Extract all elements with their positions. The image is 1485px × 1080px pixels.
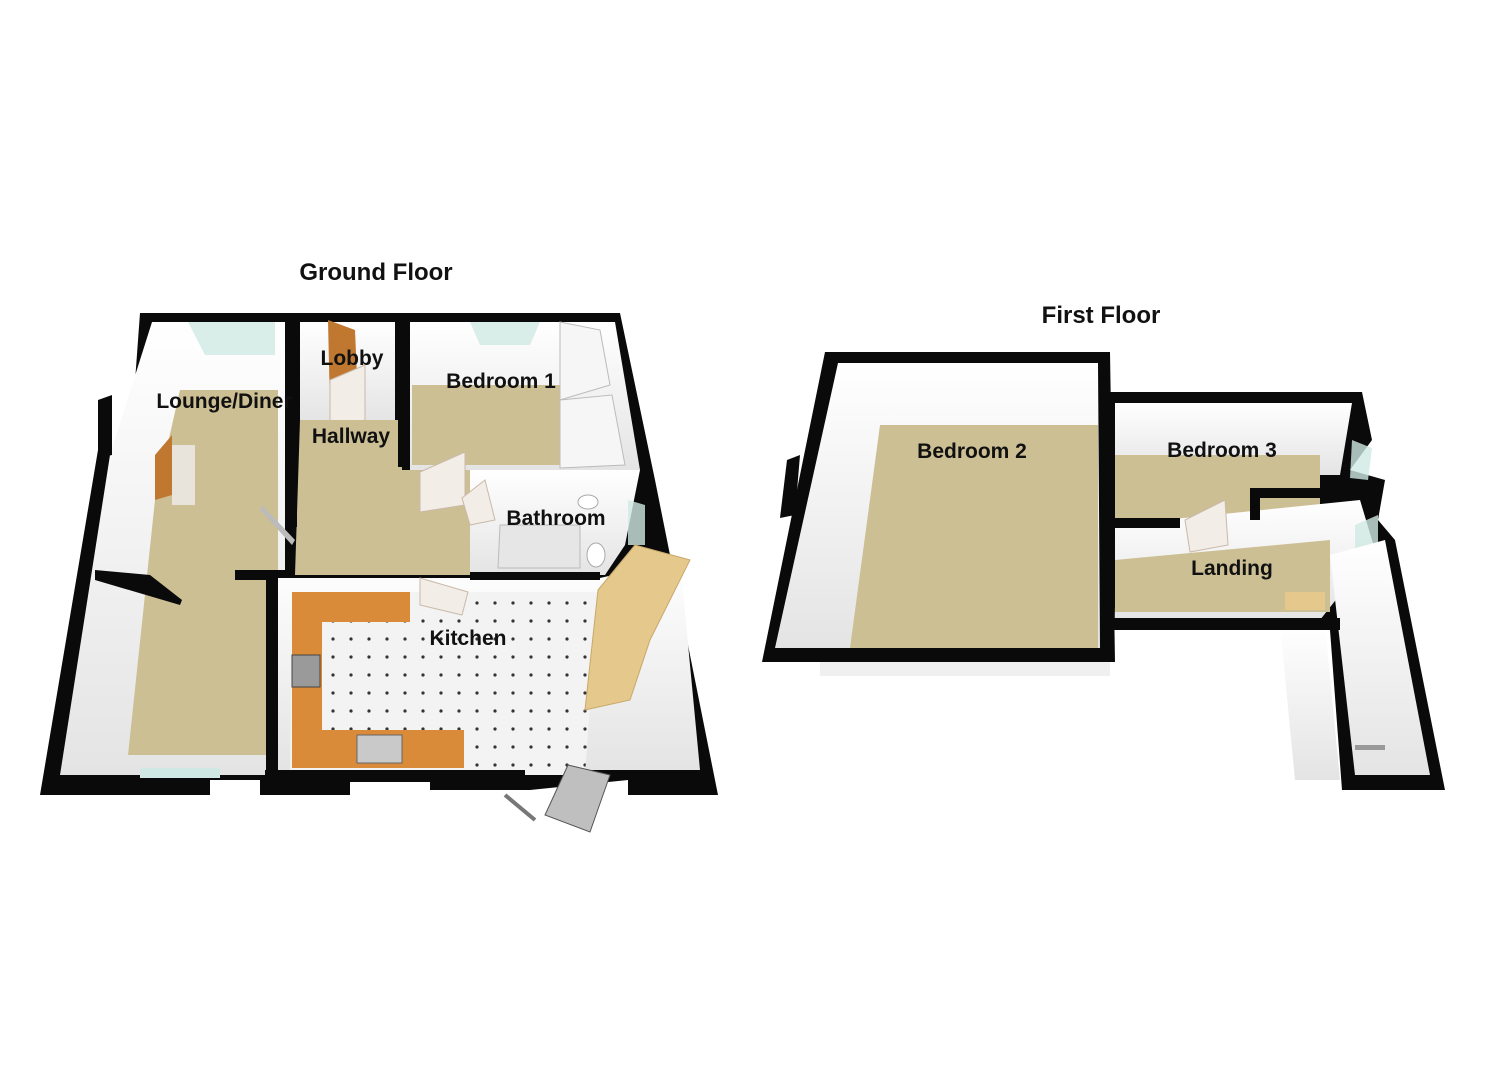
landing-floor [1115,540,1330,612]
kitchen-floor [290,592,598,775]
bathroom-door [461,479,496,526]
right-wing-walls [1330,540,1430,775]
room-label-bedroom3: Bedroom 3 [1167,439,1277,462]
stair-top [1285,592,1325,610]
bathroom-bottom-wall [470,572,600,580]
landing-closet-wall [1250,488,1345,520]
room-label-bathroom: Bathroom [506,507,605,530]
bath [497,524,581,569]
hallway-door-left [260,505,295,545]
wardrobe-upper [559,321,611,401]
hob [291,654,321,688]
hallway-floor [295,420,470,575]
sink [356,734,403,764]
staircase [584,544,691,711]
landing-bottom-wall [1110,618,1340,630]
toilet [586,542,606,568]
room-label-lounge: Lounge/Diner [156,390,291,413]
room-label-lobby: Lobby [321,347,384,370]
worktop-top [292,592,410,740]
room-label-hallway: Hallway [312,425,391,448]
bedroom2-floor [850,425,1098,648]
first-floor: First Floor Bedroom 2 Bedroom 3 Landing [762,302,1445,790]
bedroom1-floor [412,385,560,465]
bedroom3-window [1350,440,1372,480]
bedroom3-door [1184,499,1229,553]
bedroom3-floor [1115,455,1320,520]
back-door-step [544,764,611,833]
room-label-bedroom2: Bedroom 2 [917,440,1027,463]
landing-inner-wall [1105,518,1180,528]
kitchen-bottom-wall [265,770,525,782]
corridor-walls [1280,625,1340,780]
bedroom1-window [470,322,540,345]
room-label-landing: Landing [1191,557,1273,580]
back-door [503,793,537,822]
rail [1355,745,1385,750]
lounge-window-bottom [140,768,220,778]
kitchen-left-wall [266,580,278,775]
basin [577,494,599,510]
lounge-divider-wall [95,570,182,605]
room-label-kitchen: Kitchen [429,627,506,650]
kitchen-top-wall-left [235,570,295,580]
ground-floor-title: Ground Floor [299,259,452,286]
external-chimney [98,395,112,458]
hall-wall-right [398,322,408,467]
first-floor-title: First Floor [1042,302,1161,329]
ground-floor: Ground Floor [40,259,718,833]
bedroom2-window [820,662,1110,676]
room-label-bedroom1: Bedroom 1 [446,370,556,393]
bathroom-window [628,500,645,545]
lounge-window-top [188,322,275,355]
wardrobe-lower [559,394,626,469]
bedroom2-chimney [780,455,800,518]
fireplace [155,435,172,500]
kitchen-door [419,577,469,616]
fireplace-hearth [172,445,195,505]
hall-wall-left [287,322,297,527]
